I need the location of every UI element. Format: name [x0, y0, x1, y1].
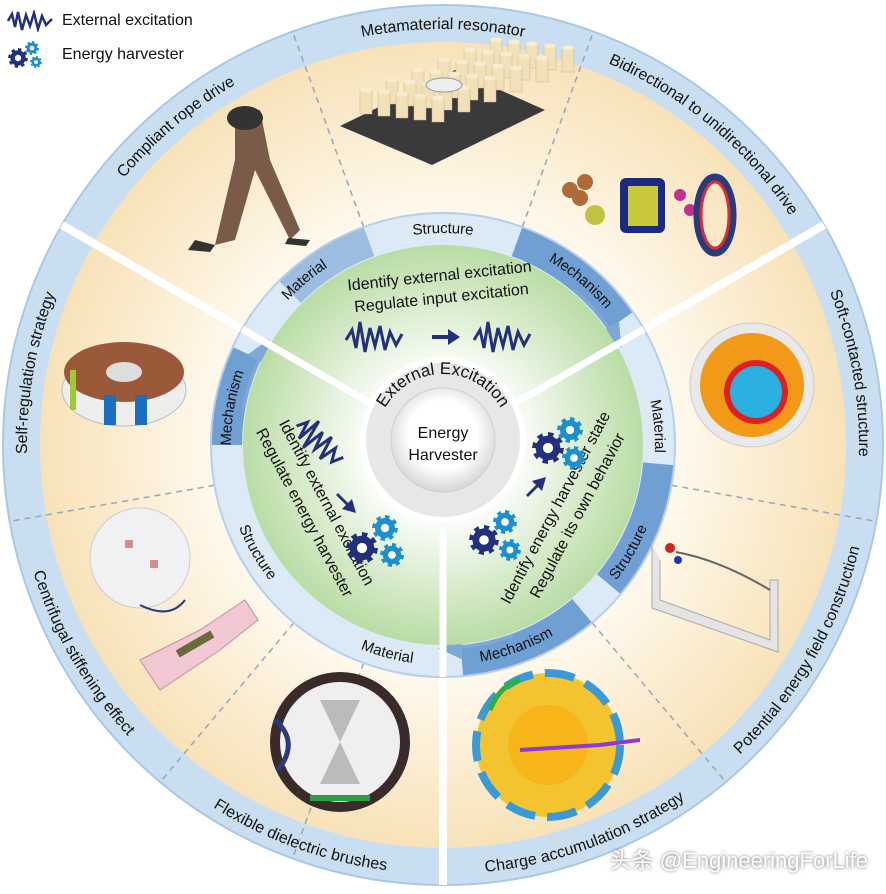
- main-dividers: [59, 221, 827, 885]
- potential-field-illustration: [651, 543, 779, 653]
- top-input-wave-icon: [344, 321, 404, 353]
- dielectric-brushes-illustration: [270, 672, 410, 812]
- left-arrow-icon: [336, 493, 356, 513]
- legend: External excitation Energy harvester: [6, 4, 193, 72]
- wave-icon: [6, 10, 53, 32]
- center-title-line2: Harvester: [408, 447, 478, 464]
- inner-ring-segments: [212, 227, 674, 676]
- left-wave-icon: [296, 419, 344, 465]
- center-title-line1: Energy: [418, 425, 469, 442]
- soft-contacted-illustration: [689, 322, 815, 448]
- legend-harvester-label: Energy harvester: [62, 46, 184, 63]
- center-disc: [390, 387, 496, 493]
- top-arrow-icon: [432, 329, 460, 345]
- rope-drive-illustration: [188, 106, 310, 252]
- metamaterial-resonator-illustration: [340, 37, 575, 165]
- legend-harvester: Energy harvester: [6, 38, 193, 72]
- inner-label-1: Structure: [412, 220, 475, 239]
- right-arrow-icon: [526, 477, 546, 497]
- centrifugal-stiffening-illustration: [89, 507, 259, 691]
- watermark: 头条 @EngineeringForLife: [609, 848, 868, 873]
- inner-label-3: Material: [646, 398, 668, 453]
- legend-excitation-label: External excitation: [62, 12, 193, 29]
- top-output-wave-icon: [472, 321, 532, 353]
- right-gears-bottom-icon: [469, 510, 521, 561]
- legend-excitation: External excitation: [6, 4, 193, 38]
- green-dividers: [240, 325, 646, 677]
- left-gears-icon: [346, 515, 404, 567]
- charge-accumulation-illustration: [472, 669, 641, 821]
- right-gears-top-icon: [532, 417, 586, 470]
- bidirectional-drive-illustration: [562, 173, 737, 257]
- self-regulation-illustration: [61, 342, 187, 427]
- gears-icon: [8, 41, 42, 68]
